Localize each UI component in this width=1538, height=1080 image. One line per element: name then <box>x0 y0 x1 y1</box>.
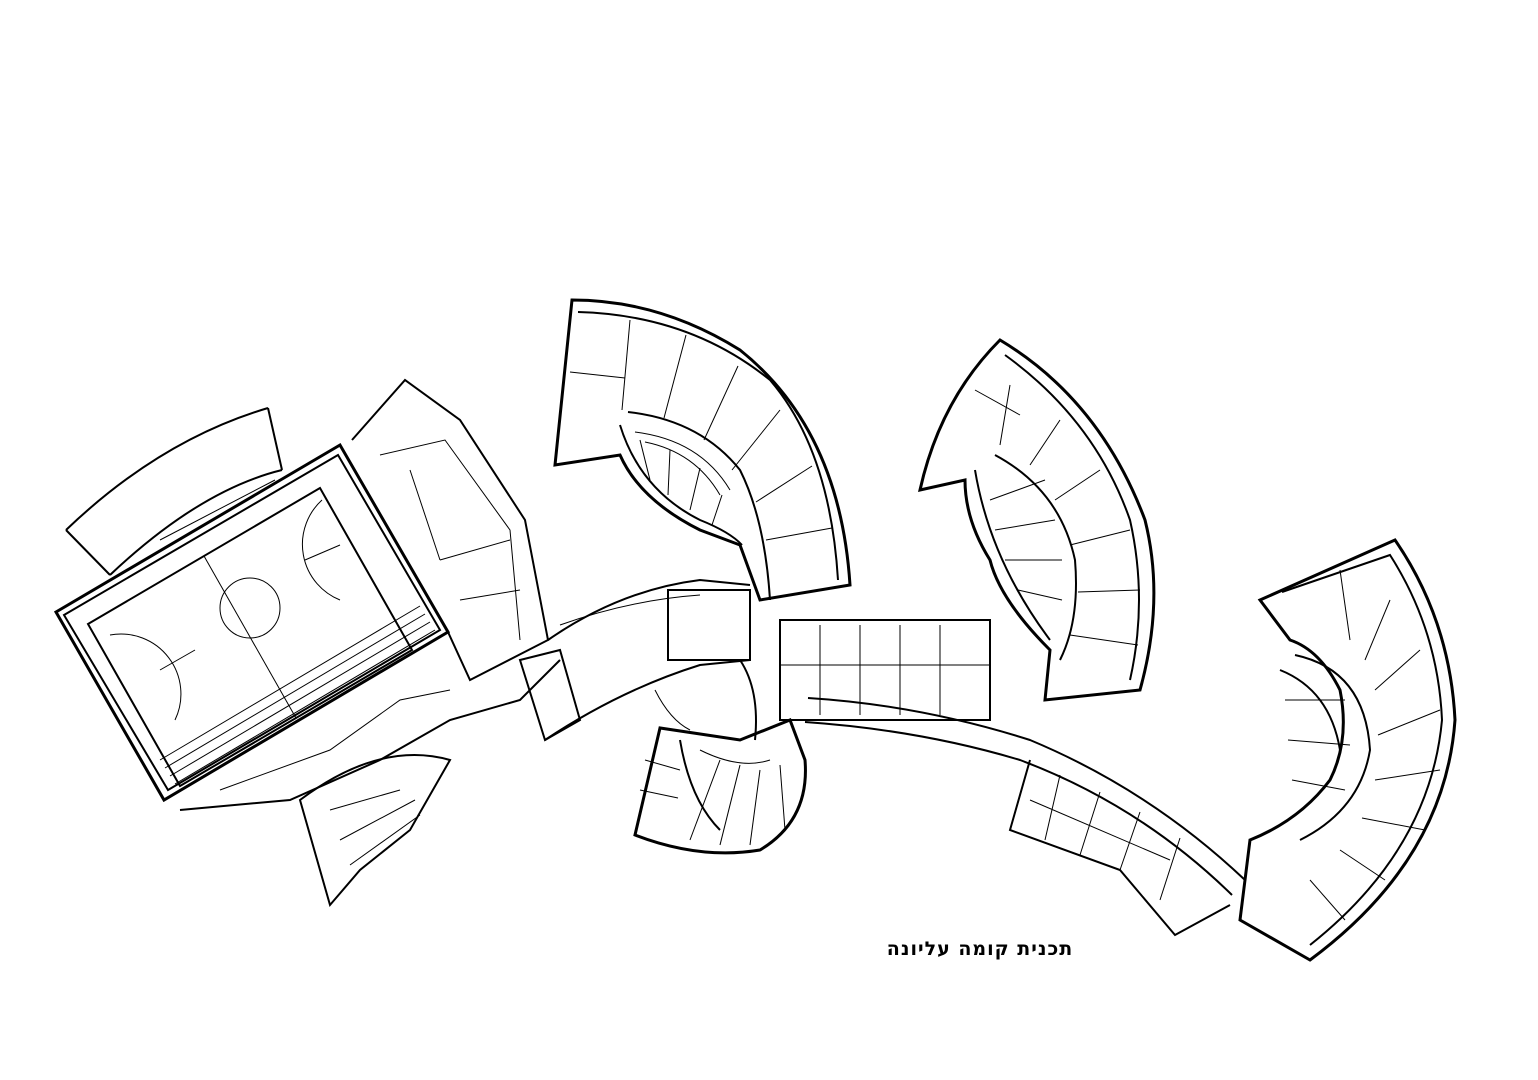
classroom-wing-1 <box>555 300 850 600</box>
classroom-wing-3 <box>1240 540 1455 960</box>
corridor-connector-1 <box>520 580 750 740</box>
canopy <box>66 408 268 530</box>
sports-hall <box>56 380 560 905</box>
entrance-fan <box>300 755 450 905</box>
center-circle <box>220 578 280 638</box>
basketball-court <box>88 488 412 786</box>
hall-annex <box>352 380 548 680</box>
bleachers <box>160 606 435 784</box>
central-auditorium <box>635 660 805 853</box>
main-corridor <box>780 620 1245 935</box>
drawing-caption: תכנית קומה עליונה <box>886 938 1074 960</box>
classroom-wing-2 <box>920 340 1154 700</box>
service-block <box>780 620 990 720</box>
